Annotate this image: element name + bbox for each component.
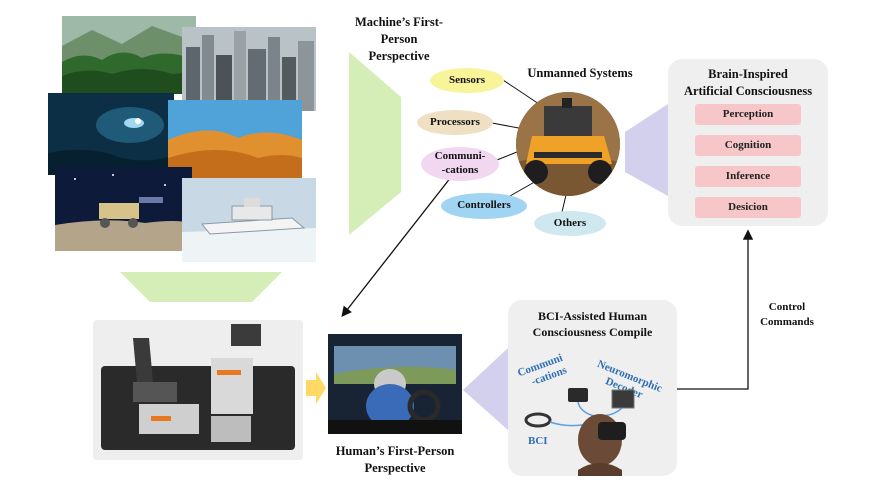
sensors-ellipse: Sensors (430, 68, 504, 93)
forest-photo (62, 16, 196, 94)
human-perspective-line1: Human’s First-Person (335, 444, 455, 458)
controllers-label: Controllers (457, 199, 511, 212)
control-commands-line1: Control (768, 301, 806, 313)
human-perspective-heading: Human’s First-Person Perspective (320, 443, 470, 477)
brain-inspired-title-line2: Artificial Consciousness (683, 83, 813, 98)
control-commands-line2: Commands (760, 315, 814, 328)
communications-to-human-arrow (341, 171, 456, 318)
machine-perspective-heading: Machine’s First-Person Perspective (340, 14, 458, 65)
bci-title: BCI-Assisted Human Consciousness Compile (508, 308, 677, 340)
cognition-box: Cognition (695, 135, 801, 156)
purple-funnel-bci (463, 348, 508, 430)
simulator-cockpit-photo (93, 320, 303, 460)
bci-title-line1: BCI-Assisted Human (537, 309, 648, 323)
control-commands-arrow (677, 229, 754, 390)
icebreaker-ship-photo (182, 178, 316, 262)
decision-box: Desicion (695, 197, 801, 218)
unmanned-systems-title: Unmanned Systems (527, 66, 633, 80)
yellow-arrow (306, 372, 326, 404)
processors-label: Processors (430, 115, 480, 128)
bci-device-label: BCI (528, 435, 548, 447)
communications-label-line1: Communi- (434, 150, 486, 163)
purple-funnel-brain (625, 104, 668, 196)
rover-photo (516, 92, 620, 196)
sensors-label: Sensors (448, 73, 486, 86)
city-photo (182, 27, 316, 111)
human-driving-photo (328, 334, 462, 434)
perception-box: Perception (695, 104, 801, 125)
controllers-ellipse: Controllers (441, 193, 527, 219)
green-funnel-down (120, 272, 282, 302)
machine-perspective-line2: Perspective (368, 48, 430, 63)
others-ellipse: Others (534, 211, 606, 236)
others-link (561, 194, 567, 213)
processors-ellipse: Processors (417, 110, 493, 135)
human-perspective-line2: Perspective (364, 460, 426, 475)
desert-photo (168, 100, 302, 178)
communications-ellipse: Communi- -cations (421, 147, 499, 181)
machine-perspective-line1: Machine’s First-Person (354, 15, 444, 46)
brain-inspired-title-line1: Brain-Inspired (708, 67, 788, 81)
others-label: Others (553, 216, 587, 229)
green-funnel-right (349, 52, 401, 235)
brain-inspired-title: Brain-Inspired Artificial Consciousness (668, 66, 828, 100)
control-commands-label: Control Commands (752, 300, 822, 330)
communications-label-line2: -cations (441, 164, 479, 176)
lunar-rover-photo (55, 167, 192, 251)
bci-title-line2: Consciousness Compile (532, 325, 653, 340)
inference-box: Inference (695, 166, 801, 187)
bci-device-graphic (524, 388, 635, 476)
